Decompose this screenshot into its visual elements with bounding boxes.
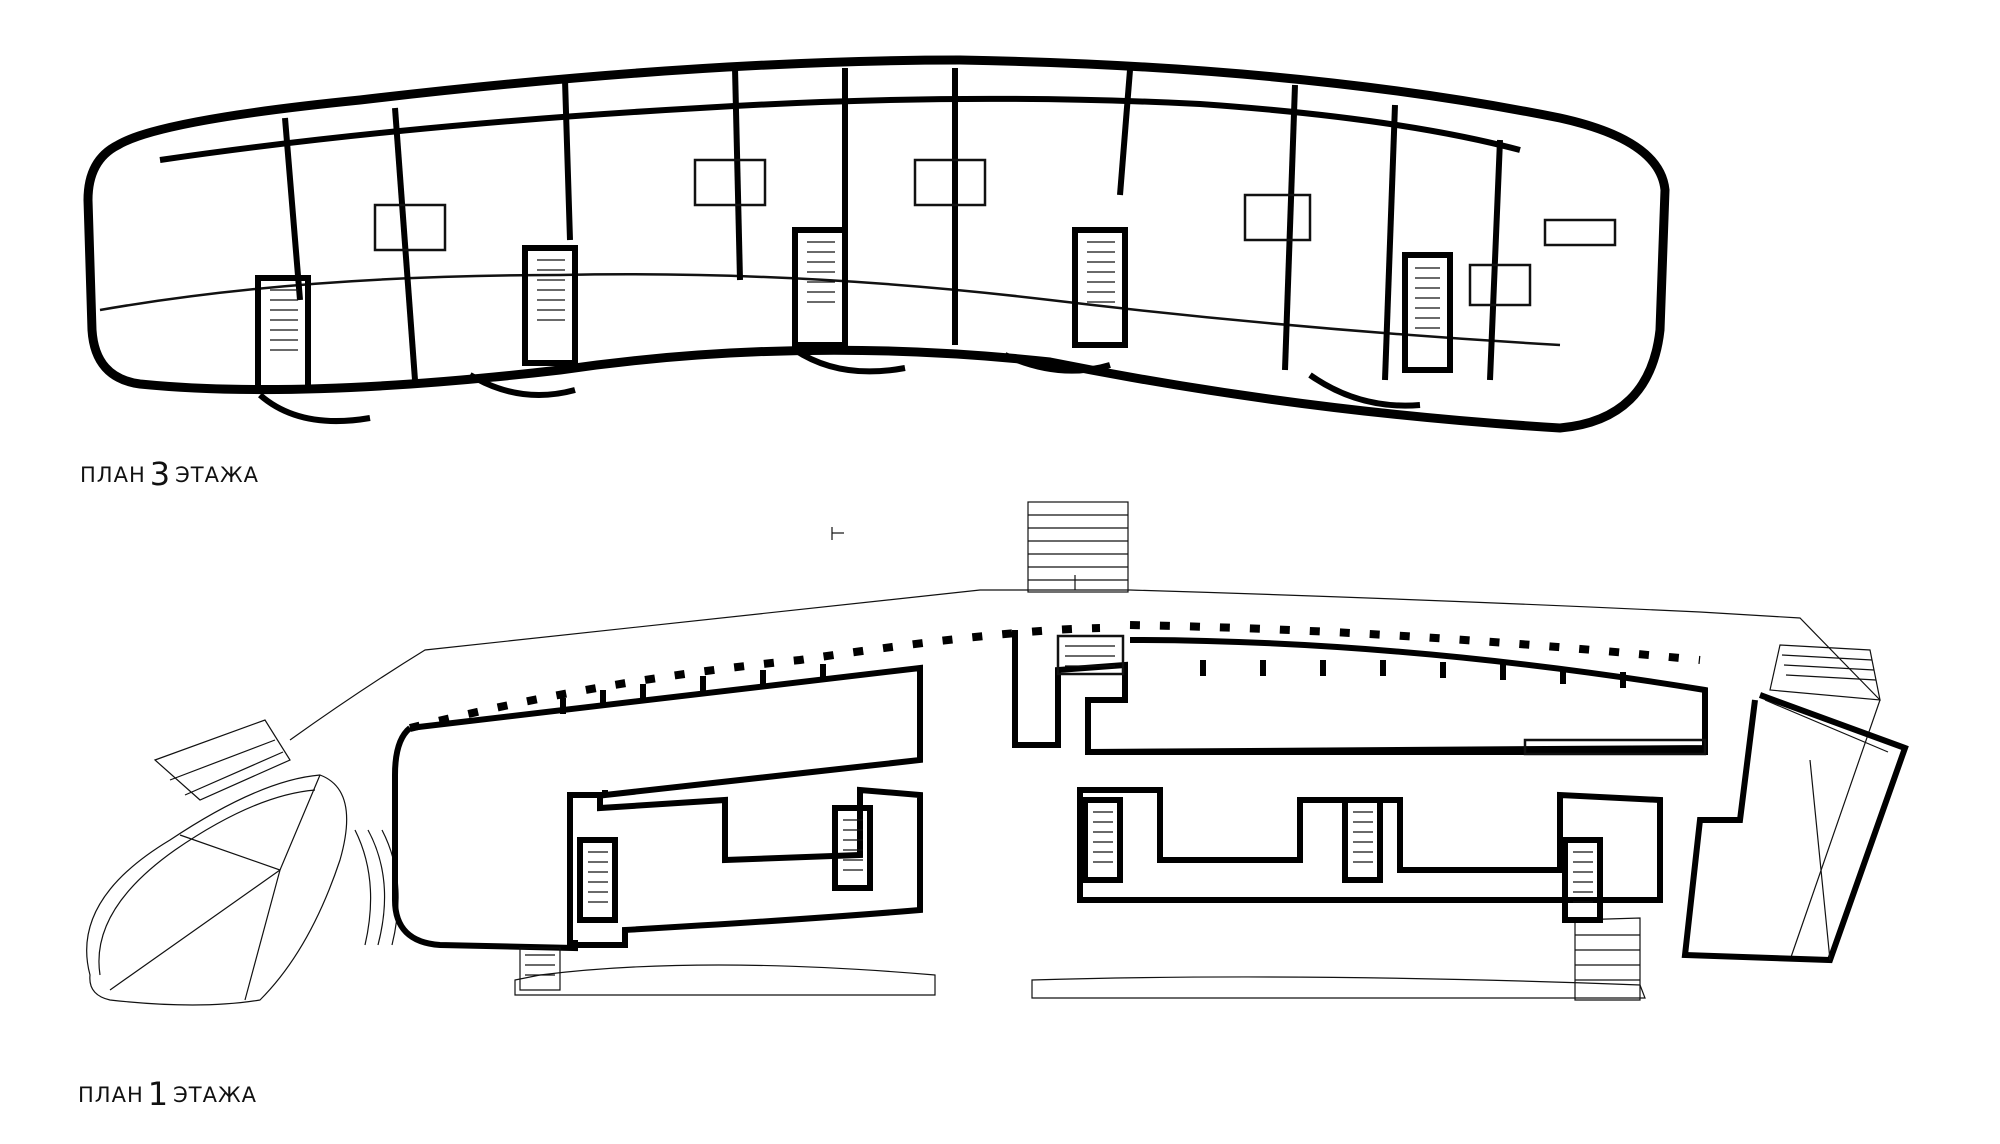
floor-1-plan (86, 501, 1909, 1006)
floor-1-south-rooms-east (1077, 787, 1663, 903)
floor-3-outer-dashes (115, 55, 1669, 191)
floor-1-columns (560, 660, 1626, 714)
floor-3-bathrooms (373, 158, 1617, 307)
floor-1-east-counter (1523, 738, 1707, 756)
floor-1-west-shop (409, 664, 923, 799)
floor-1-label-suffix: ЭТАЖА (173, 1083, 257, 1107)
floor-1-terrace-outline (289, 589, 1881, 961)
floor-1-west-wing-wall (392, 725, 578, 952)
floor-3-cores (255, 227, 1453, 425)
floor-3-inner-wall (99, 273, 1561, 347)
floor-1-east-shop (1090, 637, 1708, 755)
floor-1-north-stairs (1027, 501, 1129, 593)
floor-3-label-suffix: ЭТАЖА (175, 463, 259, 487)
floor-1-east-block (1681, 692, 1909, 964)
floor-1-central-stair (1056, 634, 1125, 676)
floor-1-east-hatch (1764, 699, 1889, 961)
floor-1-east-stairs (1574, 644, 1881, 1001)
floor-1-west-landscape (86, 719, 399, 1006)
floor-3-stairs (270, 241, 1440, 351)
floor-1-base-strips (514, 947, 1646, 999)
floor-1-south-cores (577, 797, 1603, 923)
floor-1-east-facade (1129, 621, 1701, 664)
floor-1-south-rooms (567, 786, 923, 948)
floor-1-label-number: 1 (147, 1075, 170, 1113)
floor-3-partitions (282, 67, 1503, 381)
floor-3-label-number: 3 (149, 455, 172, 493)
floor-1-west-facade (409, 624, 1101, 732)
floor-1-section-marker (831, 527, 844, 540)
floor-3-corridor-wall (159, 95, 1521, 163)
floor-3-label-prefix: ПЛАН (80, 463, 146, 487)
floor-1-label-prefix: ПЛАН (78, 1083, 144, 1107)
floor-3-plan (83, 55, 1670, 433)
floor-1-south-core-stairs (588, 811, 1593, 903)
